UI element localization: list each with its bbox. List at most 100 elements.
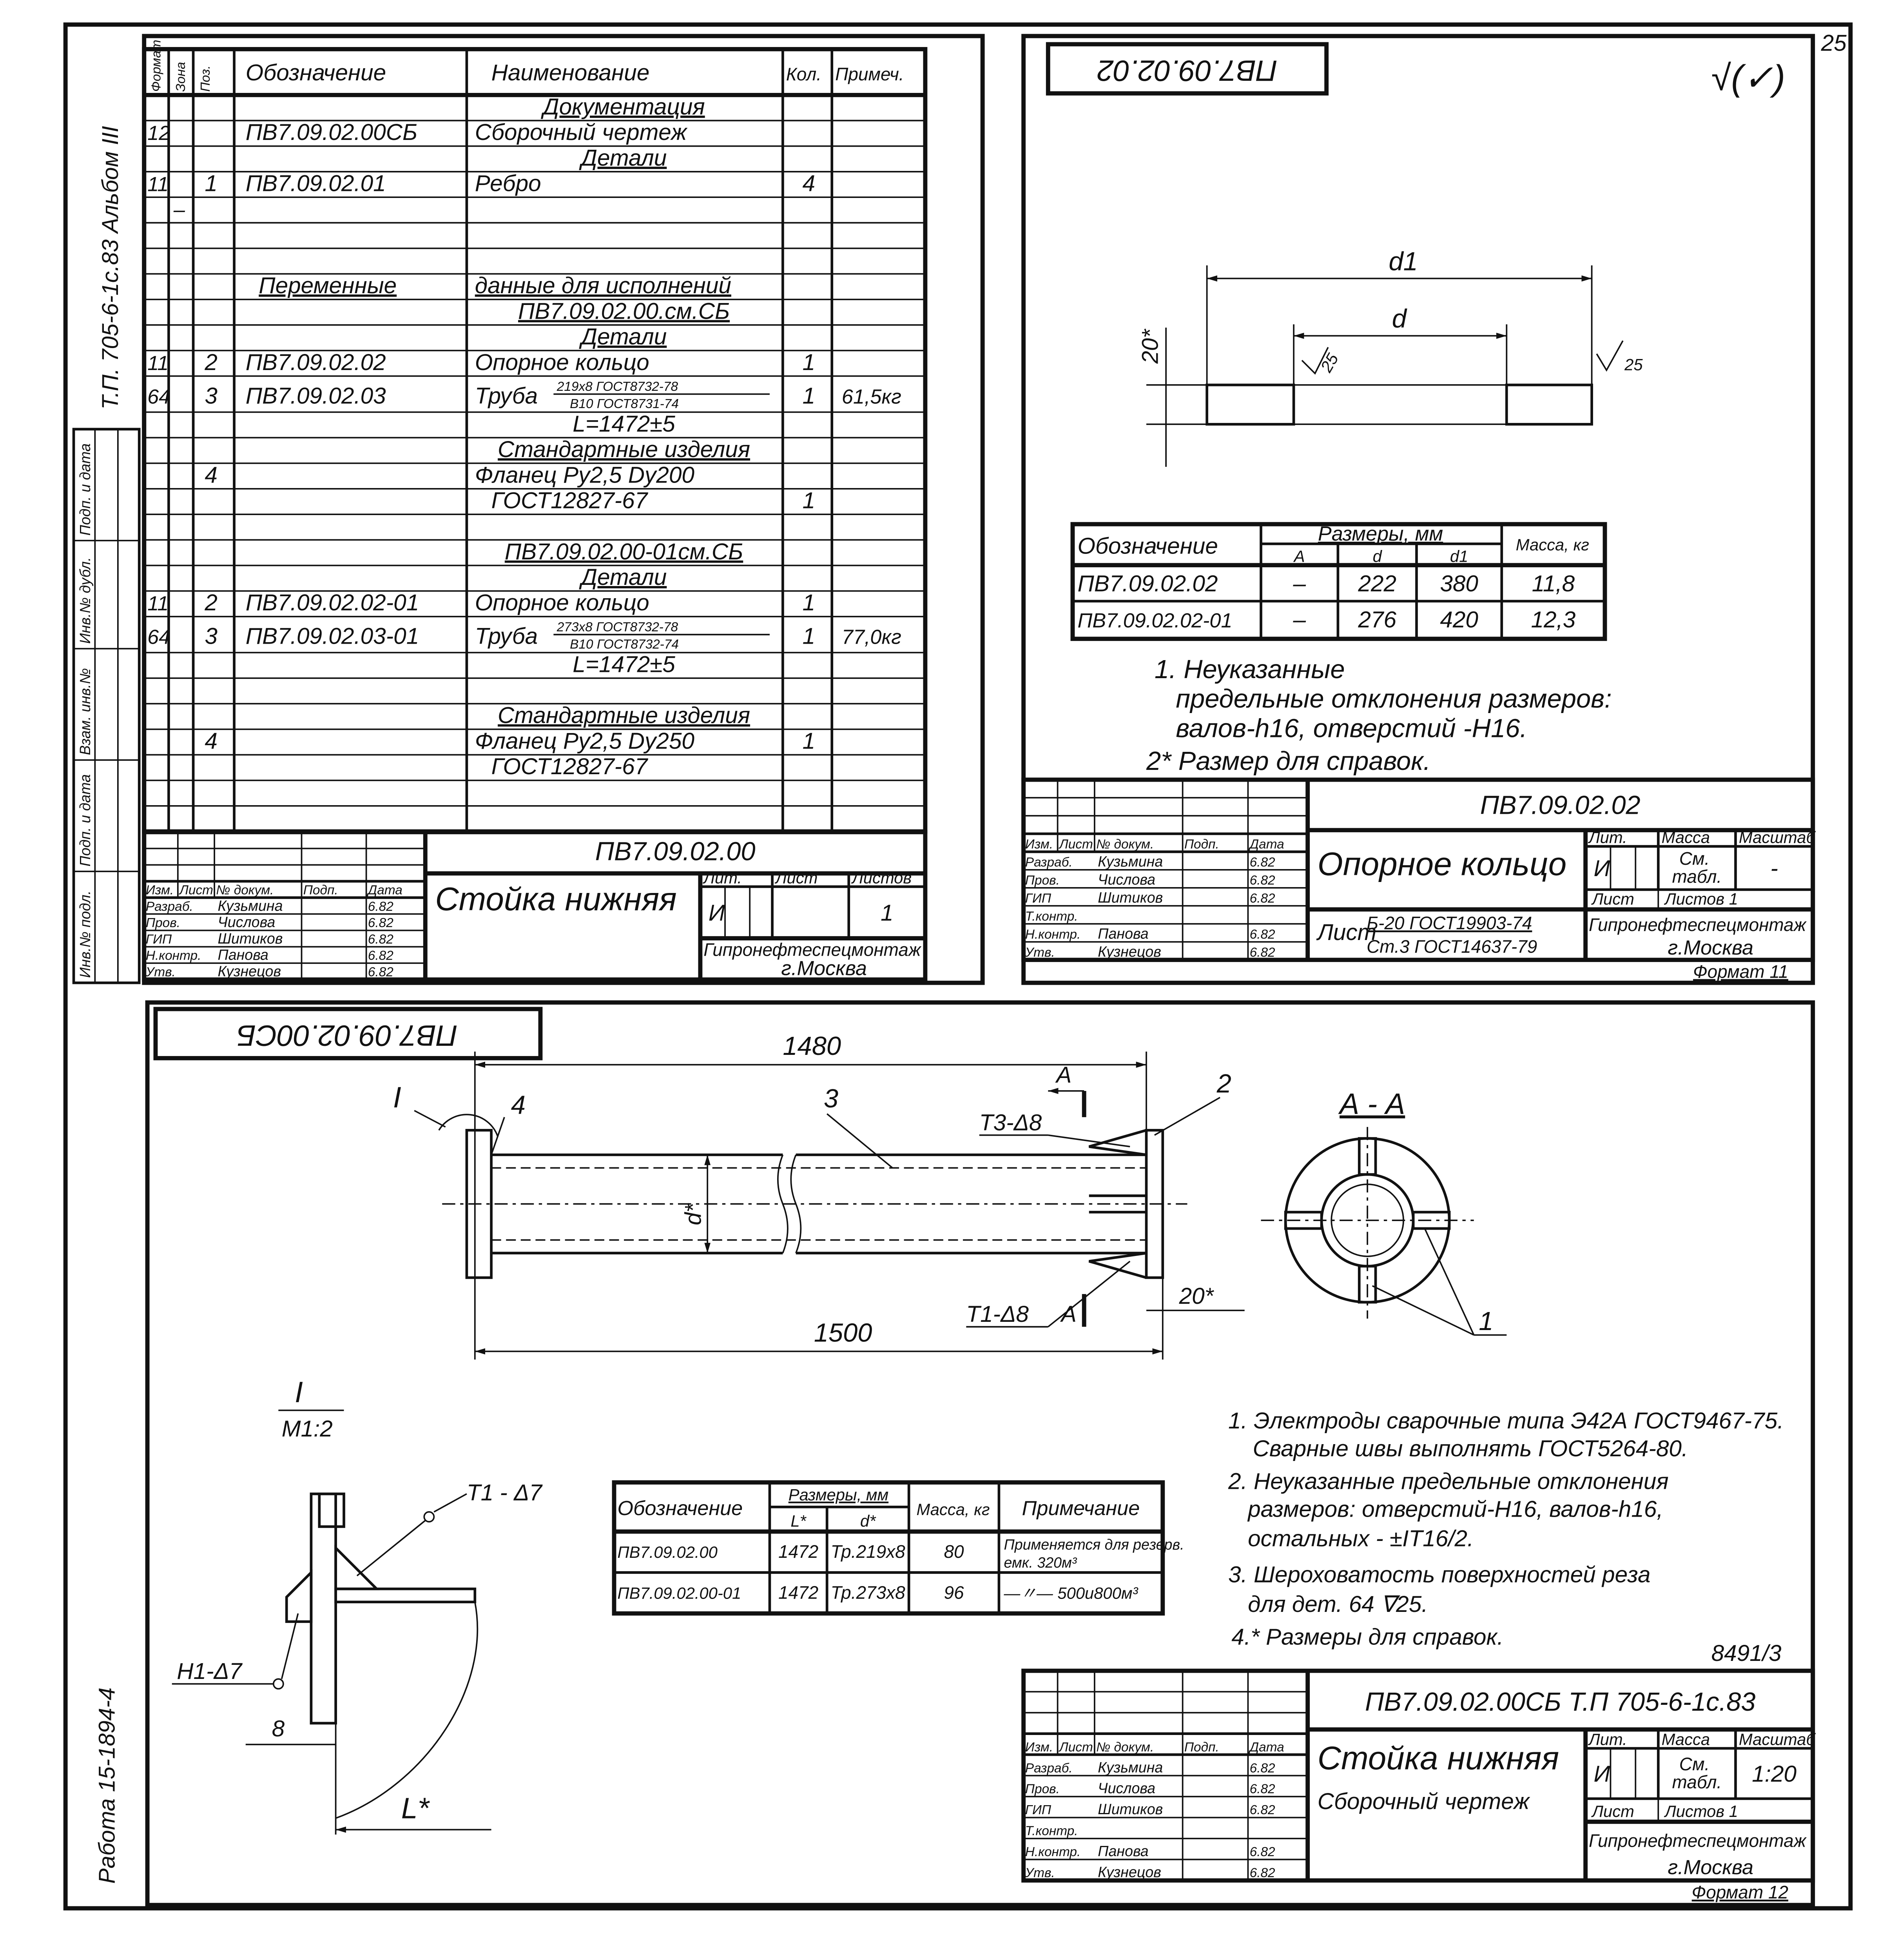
ring-table-header: Обозначение — [1078, 533, 1218, 559]
title-drawing-name: Стойка нижняя — [435, 880, 676, 917]
title-person-date: 6.82 — [1250, 1866, 1275, 1880]
ring-table-header: Масса, кг — [1516, 535, 1589, 554]
title-person-name: Кузнецов — [1098, 1864, 1161, 1880]
spec-row: Стандартные изделия — [498, 703, 750, 728]
title-organization: Гипронефтеспецмонтаж — [1589, 915, 1807, 935]
spec-row: Детали — [579, 564, 667, 590]
title-person-date: 6.82 — [1250, 1761, 1275, 1775]
assembly-notes: 1. Электроды сварочные типа Э42А ГОСТ946… — [1228, 1408, 1784, 1650]
title-person-role: Утв. — [1025, 1866, 1055, 1880]
ring-table-header: Размеры, мм — [1318, 523, 1443, 545]
title-person-name: Панова — [218, 947, 268, 963]
ring-table-cell: 276 — [1358, 607, 1396, 632]
title-info-value: И — [1594, 856, 1610, 881]
detail-weld-top: Т1 - Δ7 — [467, 1480, 543, 1506]
title-info-value: - — [1770, 856, 1778, 881]
spec-name: Ребро — [475, 171, 541, 196]
spec-row: Детали — [579, 145, 667, 171]
spec-designation: ПВ7.09.02.00СБ — [246, 120, 417, 145]
assembly-table-subheader: L* — [790, 1512, 807, 1530]
title-format: Формат 11 — [1693, 962, 1788, 982]
title-info-value: См. табл. — [1672, 848, 1722, 887]
ring-section-view: d1 d 20* 25 25 — [1137, 247, 1643, 467]
assembly-table-cell: Тр.273х8 — [831, 1582, 906, 1602]
title-header-label: Дата — [366, 883, 402, 898]
spec-name: Опорное кольцо — [475, 590, 649, 615]
title-header-label: Лист — [1059, 1740, 1093, 1755]
assembly-table-cell: 1472 — [778, 1582, 818, 1602]
spec-name: Труба — [475, 624, 538, 649]
label-position-4: 4 — [511, 1090, 526, 1120]
title-info-label: Лит. — [1588, 828, 1627, 847]
spec-qty: 1 — [803, 350, 816, 375]
title-person-role: Разраб. — [1025, 1761, 1073, 1775]
assembly-note-line: 3. Шероховатость поверхностей реза — [1228, 1562, 1651, 1588]
assembly-table-subheader: d* — [860, 1512, 876, 1530]
spec-row: L=1472±5 — [573, 411, 675, 437]
title-header-label: № докум. — [216, 883, 274, 898]
title-city: г.Москва — [781, 957, 867, 980]
spec-note: 77,0кг — [842, 626, 901, 649]
assembly-table-cell: ПВ7.09.02.00-01 — [617, 1584, 741, 1602]
title-drawing-code: ПВ7.09.02.00СБ Т.П 705-6-1с.83 — [1365, 1687, 1756, 1717]
assembly-stamp: ПВ7.09.02.00СБ — [237, 1019, 457, 1052]
title-person-date: 6.82 — [1250, 927, 1275, 942]
title-person-date: 6.82 — [368, 899, 393, 914]
ring-note-line: 1. Неуказанные — [1155, 655, 1345, 684]
title-header-label: Изм. — [1025, 1740, 1053, 1755]
assembly-note-line: размеров: отверстий-Н16, валов-h16, — [1247, 1496, 1663, 1522]
spec-name: Фланец Ру2,5 Dу200 — [475, 462, 695, 488]
spec-position: 3 — [205, 624, 218, 649]
spec-designation: ПВ7.09.02.03-01 — [246, 624, 419, 649]
title-info-value: И — [709, 900, 725, 926]
title-city: г.Москва — [1668, 936, 1753, 959]
assembly-table-cell: 96 — [944, 1582, 964, 1602]
title-person-name: Панова — [1098, 925, 1148, 942]
ring-stamp-box — [1046, 42, 1329, 96]
title-info-label: Масса — [1662, 828, 1710, 847]
spec-qty: 1 — [803, 624, 816, 649]
dim-d: d — [1392, 304, 1407, 334]
title-info-label: Масштаб — [1739, 1730, 1816, 1749]
spec-row: ПВ7.09.02.00.см.СБ — [518, 298, 730, 324]
album-label: Т.П. 705-6-1с.83 Альбом III — [98, 126, 123, 409]
spec-name: L=1472±5 — [573, 411, 675, 437]
title-sheets-count: Листов 1 — [1664, 889, 1738, 908]
spec-designation: ПВ7.09.02.03 — [246, 383, 386, 408]
title-header-label: № докум. — [1096, 1740, 1154, 1755]
spec-header-note: Примеч. — [835, 64, 904, 84]
assembly-sheet: ПВ7.09.02.00СБ I 4 3 2 А Т3-Δ8 — [145, 1000, 1816, 1907]
assembly-note-line: 4.* Размеры для справок. — [1231, 1624, 1503, 1650]
assembly-table-cell: 80 — [944, 1541, 964, 1562]
title-person-role: ГИП — [1025, 891, 1051, 906]
title-header-label: № докум. — [1096, 837, 1154, 852]
title-sheet-label: Лист — [1591, 889, 1634, 908]
spec-designation: ПВ7.09.02.02 — [246, 350, 386, 375]
assembly-table-header: Масса, кг — [916, 1500, 990, 1519]
title-sheet-label: Лист — [1591, 1802, 1634, 1820]
roughness-mark-icon: √(✓) — [1711, 58, 1786, 98]
ring-table-cell: 222 — [1358, 571, 1396, 596]
spec-note: 61,5кг — [842, 385, 901, 408]
spec-format: 12 — [147, 122, 170, 145]
section-title: А - А — [1338, 1087, 1405, 1120]
weld-label-top: Т3-Δ8 — [979, 1110, 1042, 1135]
spec-zone: – — [173, 199, 185, 221]
title-person-name: Числова — [1098, 1780, 1155, 1797]
assembly-table-header: Размеры, мм — [789, 1486, 888, 1504]
title-person-date: 6.82 — [368, 949, 393, 963]
ring-note-line: валов-h16, отверстий -Н16. — [1176, 713, 1527, 743]
spec-qty: 1 — [803, 488, 816, 513]
title-person-name: Панова — [1098, 1843, 1148, 1859]
spec-section-title: Документация — [540, 94, 705, 120]
spec-section-title: данные для исполнений — [475, 273, 731, 298]
section-a-a-view: А - А 1 — [1261, 1087, 1507, 1336]
title-person-date: 6.82 — [368, 932, 393, 947]
assembly-table-cell: ПВ7.09.02.00 — [617, 1543, 718, 1561]
